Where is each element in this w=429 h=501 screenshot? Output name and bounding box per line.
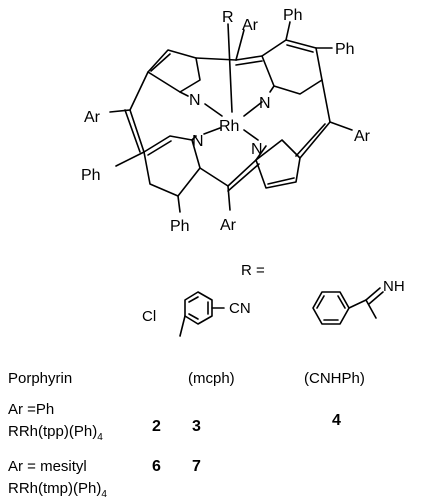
nitrogen-label-1: N — [189, 92, 201, 109]
compound-number: 2 — [152, 418, 161, 435]
phenyl-label-bottom: Ph — [170, 218, 190, 235]
nitrogen-label-2: N — [259, 95, 271, 112]
row-complex-label: RRh(tpp)(Ph)4 — [8, 423, 103, 443]
nitrogen-label-4: N — [251, 141, 263, 158]
chloro-label: Cl — [142, 308, 156, 325]
row-complex-main: RRh(tmp)(Ph) — [8, 480, 101, 497]
phenyl-label-top-2: Ph — [335, 41, 355, 58]
phenyl-label-left: Ph — [81, 167, 101, 184]
table-row-tpp: Ar =Ph RRh(tpp)(Ph)4 2 3 4 — [8, 401, 341, 443]
compound-table: Porphyrin Ar =Ph RRh(tpp)(Ph)4 2 3 4 Ar … — [8, 370, 341, 500]
aryl-label-left: Ar — [84, 109, 101, 126]
row-complex-label: RRh(tmp)(Ph)4 — [8, 480, 107, 500]
compound-number: 6 — [152, 458, 161, 475]
r-groups: R = Cl CN NH (mcph) (CNHPh) — [142, 262, 405, 387]
porphyrin-column-header: Porphyrin — [8, 370, 72, 387]
row-complex-subscript: 4 — [97, 432, 103, 443]
axial-r-label: R — [222, 9, 234, 26]
rhodium-label: Rh — [219, 118, 239, 135]
row-aryl-label: Ar =Ph — [8, 401, 54, 418]
row-complex-subscript: 4 — [101, 489, 107, 500]
r-groups-header: R = — [241, 262, 265, 279]
benzimidoyl-structure — [312, 287, 384, 325]
axial-r-bond — [227, 23, 233, 113]
cyano-label: CN — [229, 300, 251, 317]
pyrrole-ring-bottom-right — [255, 139, 301, 189]
aryl-label-top: Ar — [242, 17, 259, 34]
pyrrole-ring-top-left — [147, 49, 201, 93]
compound-number: 4 — [332, 412, 341, 429]
row-complex-main: RRh(tpp)(Ph) — [8, 423, 97, 440]
mcph-label: (mcph) — [188, 370, 235, 387]
rh-n-bonds — [179, 85, 275, 161]
compound-number: 3 — [192, 418, 201, 435]
table-row-tmp: Ar = mesityl RRh(tmp)(Ph)4 6 7 — [8, 458, 201, 500]
phenyl-bonds — [115, 21, 333, 213]
nitrogen-label-3: N — [192, 133, 204, 150]
row-aryl-label: Ar = mesityl — [8, 458, 87, 475]
aryl-label-right: Ar — [354, 128, 371, 145]
porphyrin-skeleton — [109, 21, 353, 213]
meso-bridges — [109, 29, 353, 211]
compound-number: 7 — [192, 458, 201, 475]
porphyrin-labels: R Ar Ph Ph Ar Ar Ph Ph Ar Rh N N N N — [81, 7, 371, 235]
aryl-label-bottom: Ar — [220, 217, 237, 234]
m-cyanophenyl-structure — [179, 291, 225, 337]
imine-nh-label: NH — [383, 278, 405, 295]
cnhph-label: (CNHPh) — [304, 370, 365, 387]
pyrrole-ring-top-right — [261, 39, 323, 95]
phenyl-label-top-1: Ph — [283, 7, 303, 24]
